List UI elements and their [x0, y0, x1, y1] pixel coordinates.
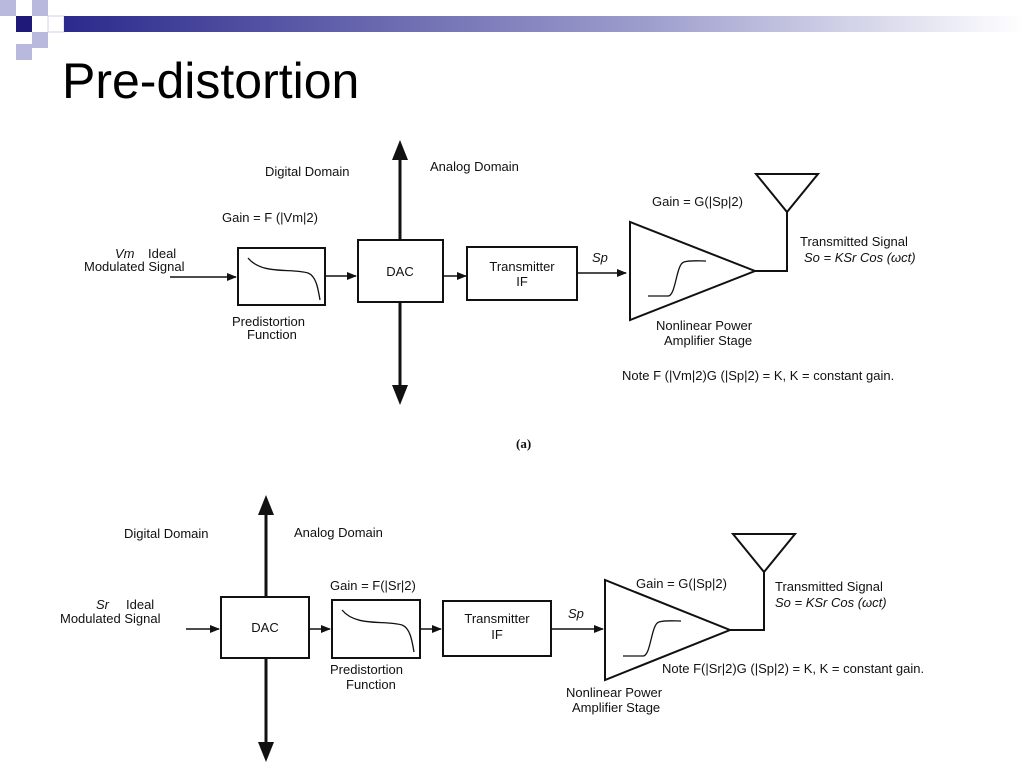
amplifier-label: Nonlinear Power	[566, 685, 663, 700]
transmitter-label: Transmitter	[464, 611, 530, 626]
deco-square	[0, 0, 16, 16]
predistortion-gain-label: Gain = F(|Sr|2)	[330, 578, 416, 593]
transmitter-label: IF	[491, 627, 503, 642]
amplifier-gain-label: Gain = G(|Sp|2)	[652, 194, 743, 209]
predistortion-gain-label: Gain = F (|Vm|2)	[222, 210, 318, 225]
input-label: Modulated Signal	[84, 259, 185, 274]
amplifier-label: Amplifier Stage	[572, 700, 660, 715]
slide-title: Pre-distortion	[62, 53, 360, 109]
input-label: Ideal	[148, 246, 176, 261]
transmitter-label: IF	[516, 274, 528, 289]
deco-square	[16, 16, 32, 32]
analog-domain-label: Analog Domain	[430, 159, 519, 174]
predistortion-label: Function	[346, 677, 396, 692]
amplifier-gain-label: Gain = G(|Sp|2)	[636, 576, 727, 591]
digital-domain-label: Digital Domain	[124, 526, 209, 541]
amplifier-label: Amplifier Stage	[664, 333, 752, 348]
amplifier-triangle	[629, 220, 758, 322]
predistortion-label: Function	[247, 327, 297, 342]
transmitted-signal-formula: So = KSr Cos (ωct)	[775, 595, 887, 610]
input-label: Modulated Signal	[60, 611, 161, 626]
dac-block	[357, 239, 444, 303]
predistortion-block	[237, 247, 326, 306]
diagram-a: Digital Domain Analog Domain Vm Ideal Mo…	[84, 140, 916, 451]
antenna-icon	[730, 533, 798, 631]
transmitted-signal-label: Transmitted Signal	[775, 579, 883, 594]
note-text: Note F(|Sr|2)G (|Sp|2) = K, K = constant…	[662, 661, 924, 676]
input-symbol: Vm	[115, 246, 135, 261]
figure-caption: (a)	[516, 436, 531, 451]
dac-label: DAC	[386, 264, 413, 279]
amplifier-curve	[648, 260, 707, 297]
transmitter-block	[466, 246, 578, 301]
input-label: Ideal	[126, 597, 154, 612]
amplifier-triangle	[604, 578, 733, 682]
digital-domain-label: Digital Domain	[265, 164, 350, 179]
antenna-icon	[753, 173, 821, 272]
transmitter-block	[442, 600, 552, 657]
note-text: Note F (|Vm|2)G (|Sp|2) = K, K = constan…	[622, 368, 894, 383]
amplifier-curve	[623, 620, 682, 657]
transmitted-signal-label: Transmitted Signal	[800, 234, 908, 249]
dac-block	[220, 596, 310, 659]
amplifier-label: Nonlinear Power	[656, 318, 753, 333]
predistortion-curve	[341, 609, 415, 653]
sp-label: Sp	[592, 250, 608, 265]
dac-label: DAC	[251, 620, 278, 635]
predistortion-block	[331, 599, 421, 659]
predistortion-label: Predistortion	[232, 314, 305, 329]
transmitter-label: Transmitter	[489, 259, 555, 274]
diagram-b: Digital Domain Analog Domain Sr Ideal Mo…	[60, 495, 924, 762]
header-band	[64, 16, 1024, 32]
predistortion-curve	[247, 257, 321, 301]
input-symbol: Sr	[96, 597, 110, 612]
sp-label: Sp	[568, 606, 584, 621]
deco-square	[32, 32, 48, 48]
deco-square	[32, 0, 48, 16]
predistortion-label: Predistortion	[330, 662, 403, 677]
deco-square	[16, 44, 32, 60]
transmitted-signal-formula: So = KSr Cos (ωct)	[804, 250, 916, 265]
slide-decoration	[0, 0, 1024, 60]
analog-domain-label: Analog Domain	[294, 525, 383, 540]
